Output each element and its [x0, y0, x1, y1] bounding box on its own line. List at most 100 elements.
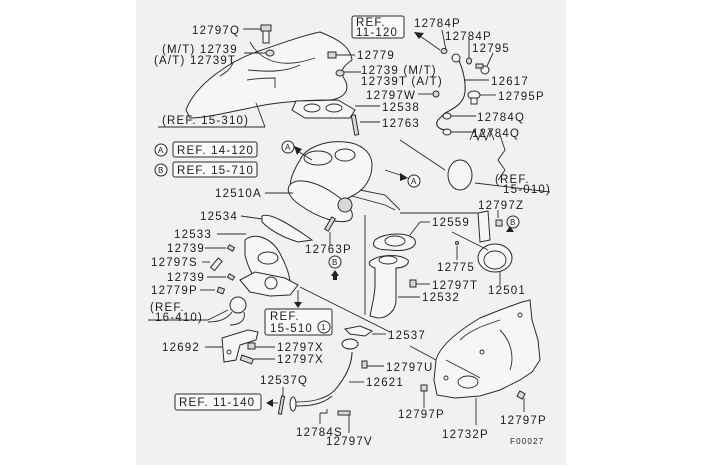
label-12533: 12533: [174, 229, 212, 241]
label-12784P-a: 12784P: [414, 18, 461, 30]
label-ref-15-310: (REF. 15-310): [162, 115, 249, 127]
pipe-12532[interactable]: [368, 255, 409, 319]
gasket-12559[interactable]: [373, 233, 416, 251]
nut-12779P[interactable]: [216, 286, 226, 295]
plug-12795P[interactable]: [467, 90, 481, 105]
label-12797P-b: 12797P: [500, 415, 547, 427]
gasket-12534[interactable]: [261, 214, 314, 243]
svg-text:11-120: 11-120: [356, 27, 398, 39]
label-12775: 12775: [437, 262, 475, 274]
svg-text:A: A: [285, 143, 292, 152]
gasket-12538[interactable]: [291, 99, 356, 119]
nut-12739-left-a[interactable]: [226, 244, 236, 252]
svg-text:REF.: REF.: [356, 17, 386, 29]
stud-12763[interactable]: [350, 114, 360, 136]
label-12739T-at-right: 12739T (A/T): [361, 76, 443, 88]
label-12795: 12795: [472, 43, 510, 55]
label-12797Q: 12797Q: [192, 25, 240, 37]
legend-ref-A[interactable]: A REF. 14-120: [154, 141, 258, 158]
label-12795P: 12795P: [498, 91, 545, 103]
label-12797Z: 12797Z: [478, 200, 524, 212]
svg-text:REF. 15-710: REF. 15-710: [177, 165, 254, 177]
label-12739-mt-right: 12739 (M/T): [361, 65, 437, 77]
bolt-12797P-b[interactable]: [516, 390, 526, 400]
rod-12775[interactable]: [455, 241, 459, 245]
nut-12739-left-b[interactable]: [226, 273, 236, 281]
label-12739-mt: (M/T) 12739: [162, 44, 238, 56]
washer-12784P-b[interactable]: [466, 57, 472, 65]
bolt-12797U[interactable]: [361, 360, 368, 369]
label-12779: 12779: [357, 50, 395, 62]
svg-text:REF.: REF.: [270, 311, 300, 323]
label-12501: 12501: [488, 285, 526, 297]
label-12784S: 12784S: [296, 427, 343, 439]
nut-12739-right[interactable]: [335, 69, 345, 77]
bolt-12797X-b[interactable]: [239, 354, 254, 365]
label-ref-16-410-line1: (REF.: [150, 302, 185, 314]
label-12739T-at: (A/T) 12739T: [154, 55, 236, 67]
label-12559: 12559: [432, 217, 470, 229]
bolt-12797V[interactable]: [337, 410, 351, 416]
bolt-12797W[interactable]: [432, 90, 440, 98]
bolt-12797X-a[interactable]: [247, 342, 256, 350]
label-12797P-a: 12797P: [398, 409, 445, 421]
nut-12739[interactable]: [265, 49, 275, 57]
label-ref-15-010-line1: (REF.: [495, 174, 530, 186]
intake-hose[interactable]: [447, 128, 506, 191]
marker-B-center: B: [328, 255, 342, 269]
label-12534: 12534: [200, 211, 238, 223]
clip-12784S[interactable]: [320, 409, 328, 414]
svg-text:A: A: [411, 177, 418, 186]
heat-protector-upper[interactable]: [185, 31, 353, 119]
marker-A-turbo-inlet: A: [281, 140, 295, 154]
figure-id: F00027: [510, 437, 544, 446]
svg-text:A: A: [158, 146, 165, 155]
label-12797V: 12797V: [326, 436, 373, 448]
bracket-12537[interactable]: [343, 325, 374, 337]
svg-text:B: B: [510, 218, 517, 227]
bolt-12797Q[interactable]: [260, 24, 272, 44]
oil-pipe-12617[interactable]: [436, 53, 466, 131]
bolt-12797S[interactable]: [209, 257, 223, 272]
label-12617: 12617: [491, 76, 529, 88]
label-12739-left-b: 12739: [167, 272, 205, 284]
ref-11-140-box[interactable]: REF. 11-140: [174, 393, 262, 411]
gasket-12537Q[interactable]: [277, 395, 286, 415]
label-12797X-a: 12797X: [277, 342, 324, 354]
bolt-12797Z[interactable]: [495, 219, 503, 227]
stud-12763P[interactable]: [324, 216, 336, 232]
oil-return-hose-12621[interactable]: [289, 338, 359, 412]
label-12784Q-a: 12784Q: [477, 112, 525, 124]
svg-text:REF. 14-120: REF. 14-120: [177, 145, 254, 157]
ref-15-510-box[interactable]: REF. 15-510 1: [264, 308, 333, 336]
wastegate-actuator-12501[interactable]: [451, 210, 513, 273]
bolt-12797T[interactable]: [409, 279, 417, 288]
label-12797W: 12797W: [366, 90, 416, 102]
nut-12779[interactable]: [327, 51, 337, 59]
label-12779P: 12779P: [151, 285, 198, 297]
washer-12784Q-a[interactable]: [442, 112, 452, 120]
svg-text:REF. 11-140: REF. 11-140: [179, 397, 255, 409]
sensor-16-410[interactable]: [207, 296, 247, 326]
bolt-12795[interactable]: [475, 63, 490, 75]
label-12797S: 12797S: [151, 257, 198, 269]
svg-text:1: 1: [321, 323, 327, 332]
label-12692: 12692: [162, 342, 200, 354]
label-12763P: 12763P: [305, 244, 352, 256]
label-12537Q: 12537Q: [260, 375, 308, 387]
bolt-12797P-a[interactable]: [420, 384, 428, 392]
label-12763: 12763: [382, 118, 420, 130]
washer-12784Q-b[interactable]: [442, 128, 452, 136]
label-ref-16-410-line2: 16-410): [155, 312, 203, 324]
turbocharger-12510A[interactable]: [287, 141, 401, 223]
heat-protector-12732P[interactable]: [433, 299, 541, 399]
marker-B-right: B: [506, 215, 520, 229]
legend-ref-B[interactable]: B REF. 15-710: [154, 161, 258, 178]
ref-11-120-box[interactable]: REF. 11-120: [351, 15, 405, 39]
label-12537: 12537: [388, 330, 426, 342]
elbow-12533[interactable]: [239, 235, 299, 297]
label-12510A: 12510A: [215, 188, 262, 200]
svg-text:B: B: [158, 166, 165, 175]
svg-text:15-510: 15-510: [270, 323, 313, 335]
